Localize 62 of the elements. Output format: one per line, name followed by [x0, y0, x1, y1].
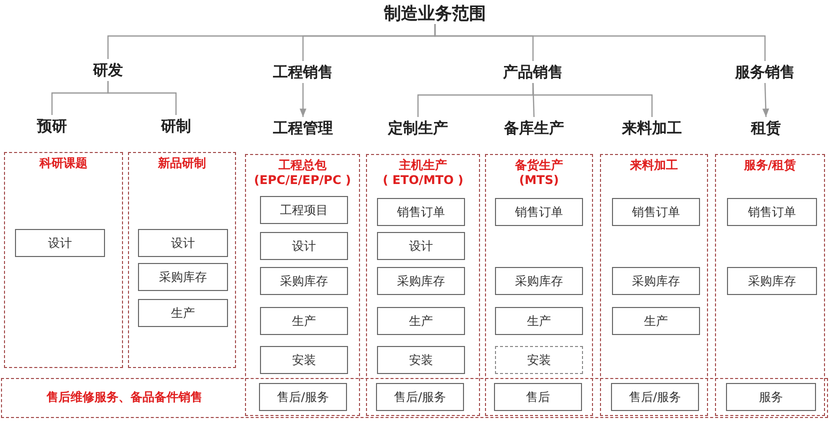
- heading-label: 制造业务范围: [355, 2, 515, 24]
- service-band: [1, 378, 828, 418]
- process-box: 销售订单: [612, 198, 700, 226]
- panel-title: 服务/租赁: [744, 158, 796, 173]
- panel-title: 主机生产: [399, 158, 447, 173]
- heading-label: 定制生产: [373, 117, 463, 139]
- heading-label: 研制: [146, 115, 206, 137]
- process-box: 设计: [138, 229, 228, 257]
- category-panel: [4, 152, 123, 368]
- process-box: 生产: [612, 307, 700, 335]
- heading-label: 研发: [78, 59, 138, 81]
- process-box: 采购库存: [260, 267, 348, 295]
- process-box: 安装: [377, 346, 465, 374]
- panel-title: (MTS): [519, 173, 559, 188]
- process-box: 采购库存: [495, 267, 583, 295]
- process-box: 采购库存: [612, 267, 700, 295]
- panel-title: ( ETO/MTO ): [382, 173, 464, 188]
- band-label: 售后维修服务、备品备件销售: [46, 390, 204, 405]
- process-box: 设计: [260, 232, 348, 260]
- heading-label: 备库生产: [489, 117, 579, 139]
- process-box: 售后/服务: [376, 383, 464, 411]
- heading-label: 服务销售: [720, 61, 810, 83]
- process-box: 采购库存: [377, 267, 465, 295]
- heading-label: 租赁: [736, 117, 796, 139]
- process-box: 安装: [260, 346, 348, 374]
- process-box: 售后/服务: [259, 383, 347, 411]
- process-box: 销售订单: [377, 198, 465, 226]
- panel-title: 新品研制: [158, 156, 206, 171]
- panel-title: (EPC/E/EP/PC ): [254, 173, 351, 188]
- tree-connector: [434, 24, 766, 61]
- category-panel: [245, 154, 360, 416]
- process-box: 设计: [15, 229, 105, 257]
- process-box: 安装: [495, 346, 583, 374]
- process-box: 生产: [377, 307, 465, 335]
- heading-label: 工程销售: [258, 61, 348, 83]
- tree-connector: [532, 83, 653, 117]
- arrow: [300, 83, 306, 117]
- process-box: 工程项目: [260, 196, 348, 224]
- process-box: 生产: [495, 307, 583, 335]
- process-box: 采购库存: [727, 267, 817, 295]
- tree-connector: [107, 81, 177, 115]
- process-box: 售后/服务: [611, 383, 699, 411]
- process-box: 销售订单: [495, 198, 583, 226]
- process-box: 销售订单: [727, 198, 817, 226]
- heading-label: 工程管理: [258, 117, 348, 139]
- panel-title: 备货生产: [515, 158, 563, 173]
- heading-label: 预研: [22, 115, 82, 137]
- process-box: 采购库存: [138, 263, 228, 291]
- process-box: 生产: [260, 307, 348, 335]
- panel-title: 来料加工: [630, 158, 678, 173]
- process-box: 售后: [494, 383, 582, 411]
- category-panel: [128, 152, 236, 368]
- heading-label: 产品销售: [488, 61, 578, 83]
- category-panel: [366, 154, 480, 416]
- heading-label: 来料加工: [607, 117, 697, 139]
- panel-title: 科研课题: [40, 156, 88, 171]
- process-box: 设计: [377, 232, 465, 260]
- category-panel: [485, 154, 593, 416]
- process-box: 服务: [726, 383, 816, 411]
- process-box: 生产: [138, 299, 228, 327]
- arrow: [762, 82, 770, 118]
- panel-title: 工程总包: [278, 158, 326, 173]
